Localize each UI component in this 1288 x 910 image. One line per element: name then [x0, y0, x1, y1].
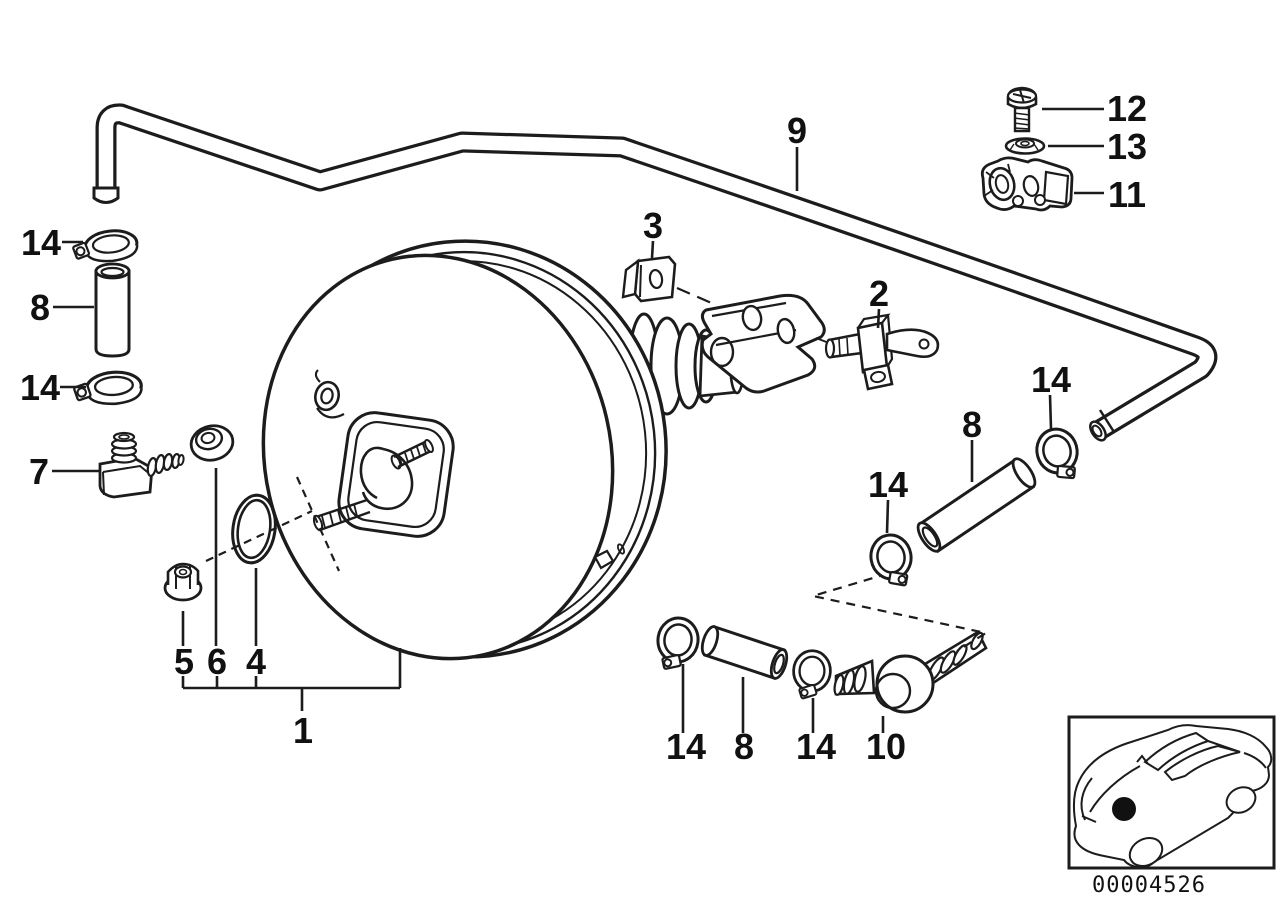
part-label-8-left: 8 [30, 287, 50, 328]
part-label-14-bottom-right: 14 [796, 726, 836, 767]
part-label-14-right-upper: 14 [1031, 359, 1071, 400]
car-silhouette [1073, 724, 1273, 868]
elbow-fitting [98, 431, 185, 499]
hose-right [916, 457, 1037, 554]
part-label-4: 4 [246, 641, 266, 682]
part-label-9: 9 [787, 110, 807, 151]
part-label-2: 2 [869, 273, 889, 314]
callout-labels: 12 13 11 9 3 2 14 8 14 7 5 6 4 1 14 8 14… [20, 88, 1147, 767]
hose-left [94, 262, 131, 358]
vacuum-pipe [92, 103, 1218, 442]
part-label-14-bottom-left: 14 [666, 726, 706, 767]
assembly-dashed-line [812, 567, 989, 652]
hose-clamp-left-top [69, 226, 141, 267]
hose-clamp-middle [865, 530, 918, 593]
retaining-clip [621, 255, 717, 307]
hose-clamp-left-bottom [71, 368, 144, 409]
washer [1004, 137, 1046, 155]
group-bracket [181, 648, 402, 711]
part-label-14-left-top: 14 [21, 222, 61, 263]
part-label-11: 11 [1108, 174, 1146, 215]
part-label-8-bottom: 8 [734, 726, 754, 767]
leader-lines [52, 107, 1104, 733]
part-label-12: 12 [1107, 88, 1147, 129]
grommet [189, 424, 235, 462]
pipe-clamp-bracket [980, 156, 1074, 212]
part-label-3: 3 [643, 205, 663, 246]
check-valve [833, 630, 988, 714]
location-dot [1112, 797, 1136, 821]
part-label-14-left-bottom: 14 [20, 367, 60, 408]
part-label-6: 6 [207, 641, 227, 682]
hose-clamp-bottom-right [790, 648, 833, 702]
part-label-13: 13 [1107, 126, 1147, 167]
screw [1006, 86, 1038, 133]
part-label-10: 10 [866, 726, 906, 767]
part-label-14-middle: 14 [868, 464, 908, 505]
o-ring [231, 493, 277, 565]
hose-clamp-bottom-left [652, 613, 703, 675]
pin-lever [815, 313, 940, 391]
drawing-number: 00004526 [1092, 873, 1206, 898]
nut [163, 562, 203, 602]
car-location-inset: 00004526 [1067, 715, 1276, 898]
part-label-7: 7 [29, 451, 49, 492]
mounting-stud-upper [390, 439, 434, 470]
part-label-1: 1 [293, 710, 313, 751]
part-label-5: 5 [174, 641, 194, 682]
brake-booster [205, 239, 668, 661]
part-label-8-right: 8 [962, 404, 982, 445]
hose-bottom [700, 625, 789, 680]
pushrod-clevis [700, 293, 826, 394]
hose-clamp-right-upper [1030, 423, 1086, 488]
